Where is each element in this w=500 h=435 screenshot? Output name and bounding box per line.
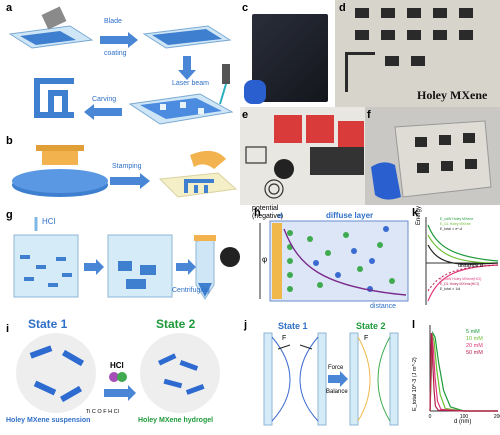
hand-photo xyxy=(244,80,266,104)
panel-e: e xyxy=(240,107,365,205)
l-legend-2: 20 mM xyxy=(466,343,483,349)
panel-h: h potential (negative) d diffuse layer φ… xyxy=(250,205,410,315)
j-force2: F xyxy=(364,335,369,342)
x-tick-label: 0 xyxy=(429,414,432,420)
reagent-hcl: HCl xyxy=(42,217,56,226)
k-legend: E_vdW Holey MXene E_DL Holey MXene E_tot… xyxy=(440,217,498,232)
panel-c: c xyxy=(240,0,335,107)
l-legend: 5 mM 10 mM 20 mM 50 mM xyxy=(466,329,483,357)
step-blade: Blade xyxy=(104,18,122,25)
device-photo xyxy=(245,115,364,199)
k-legend-2: E_total ∝ e^-d xyxy=(440,227,463,231)
i-reagent: HCl xyxy=(110,361,124,370)
panel-d: d Holey MXene xyxy=(335,0,500,107)
k-ylabel: Energy xyxy=(416,205,422,225)
l-legend-3: 50 mM xyxy=(466,350,483,356)
panel-f: f xyxy=(365,107,500,205)
k-legend-3: E_vdW Holey MXene(HCl) xyxy=(440,277,482,281)
k-legend-1: E_DL Holey MXene xyxy=(440,222,471,226)
panel-i-illustration xyxy=(16,333,220,413)
l-ylabel: E_total 10^-3 (J m^-2) xyxy=(412,357,418,411)
panel-h-label: h xyxy=(254,207,261,219)
h-d-mark: d xyxy=(278,213,283,220)
panel-g: g HCl Centrifuging xyxy=(0,205,250,305)
j-state1: State 1 xyxy=(278,321,308,331)
i-caption1: Holey MXene suspension xyxy=(6,417,91,424)
h-ylabel-potential: potential xyxy=(252,205,279,212)
h-ylabel-negative: (negative) xyxy=(252,213,284,220)
holey-mxene-pattern xyxy=(345,8,473,92)
x-tick-label: 200 xyxy=(494,414,500,420)
energy-vs-distance-chart: 0 100 200 xyxy=(429,325,500,420)
panel-b-label: b xyxy=(6,135,13,147)
panel-a: a Blade coating Laser xyxy=(0,0,240,135)
i-state1: State 1 xyxy=(28,317,68,331)
j-force1: F xyxy=(282,335,287,342)
panel-k-label: k xyxy=(412,207,419,219)
l-legend-0: 5 mM xyxy=(466,329,480,335)
step-carving: Carving xyxy=(92,96,117,103)
j-balance1: Force xyxy=(328,365,344,371)
h-title: diffuse layer xyxy=(326,211,374,220)
energy-plot xyxy=(425,217,499,305)
panel-e-label: e xyxy=(242,109,249,121)
k-xlabel: distance d xyxy=(458,263,484,269)
l-legend-1: 10 mM xyxy=(466,336,483,342)
j-balance2: Balance xyxy=(326,389,348,395)
l-xlabel: d (nm) xyxy=(454,419,472,425)
step-centrifuging: Centrifuging xyxy=(172,287,210,294)
flexible-film-photo xyxy=(371,120,492,200)
k-legend-0: E_vdW Holey MXene xyxy=(440,217,474,221)
panel-j-label: j xyxy=(244,319,248,331)
panel-b-illustration xyxy=(12,145,238,198)
h-xlabel: distance xyxy=(370,303,397,310)
j-state2: State 2 xyxy=(356,321,386,331)
panel-j: j State 1 State 2 F F Force Balance xyxy=(240,315,410,430)
double-layer-diagram xyxy=(259,220,409,302)
i-caption2: Holey MXene hydrogel xyxy=(138,417,214,424)
k-legend-4: E_DL Holey MXene(HCl) xyxy=(440,282,479,286)
panel-l: l 0100200 E_total 10^-3 (J m^-2) d (nm) … xyxy=(410,315,500,430)
step-stamping: Stamping xyxy=(112,163,142,170)
i-state2: State 2 xyxy=(156,317,196,331)
panel-a-label: a xyxy=(6,2,13,14)
k-legend-5: E_total ∝ 1/d xyxy=(440,287,461,291)
panel-g-label: g xyxy=(6,209,13,221)
holey-mxene-overlay: Holey MXene xyxy=(417,88,488,102)
panel-g-illustration xyxy=(13,217,240,300)
series-line-5-mM xyxy=(429,331,498,412)
force-balance-diagram xyxy=(263,332,399,426)
h-phi: φ xyxy=(262,255,268,264)
panel-i-label: i xyxy=(6,323,10,335)
panel-a-illustration xyxy=(8,6,234,125)
panel-k: k Energy distance d E_vdW Holey MXene E_… xyxy=(410,205,500,315)
step-coating: coating xyxy=(104,50,127,57)
series-line-50-mM xyxy=(429,333,498,412)
i-legend: Ti C O F H Cl xyxy=(86,409,119,415)
x-tick-label: 100 xyxy=(460,414,469,420)
panel-b: b Stamping xyxy=(0,135,240,205)
panel-d-label: d xyxy=(339,2,346,14)
panel-f-label: f xyxy=(367,109,371,121)
panel-c-label: c xyxy=(242,2,249,14)
step-laser: Laser beam xyxy=(172,80,209,87)
panel-i: i State 1 State 2 HCl Ti C O F H Cl Hole… xyxy=(0,305,240,430)
k-legend-bottom: E_vdW Holey MXene(HCl) E_DL Holey MXene(… xyxy=(440,277,498,292)
panel-l-label: l xyxy=(412,319,416,331)
